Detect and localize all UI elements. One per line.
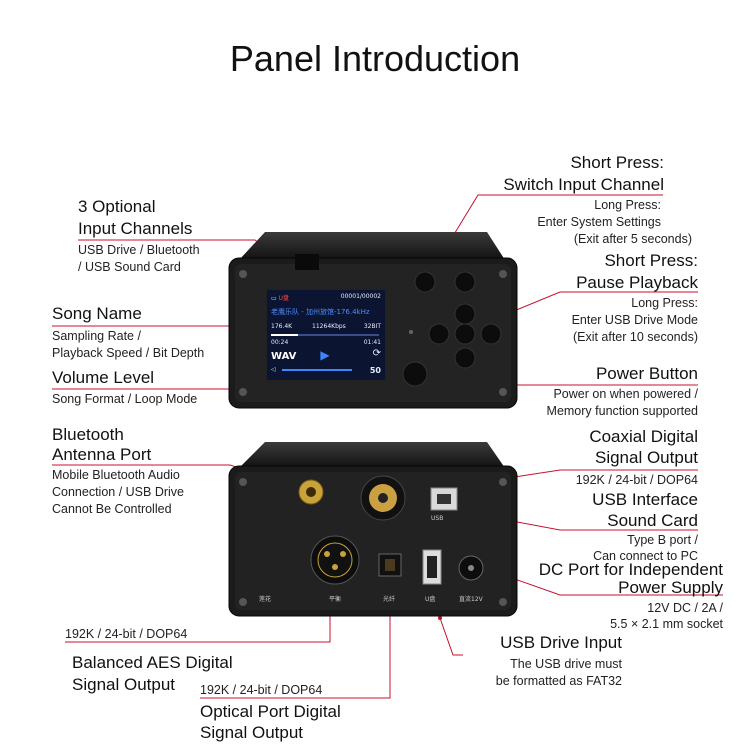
volume-icon: ◁ — [271, 366, 276, 373]
aes-spec: 192K / 24-bit / DOP64 — [65, 627, 188, 641]
opt-spec: 192K / 24-bit / DOP64 — [200, 683, 323, 697]
volume-value: 50 — [369, 366, 381, 375]
leader-opt — [200, 598, 391, 699]
back-panel: USB 莲花 平衡 光纤 U盘 直流12V — [225, 442, 521, 622]
short2-desc-2: Enter USB Drive Mode — [571, 313, 698, 327]
short1-desc-1: Long Press: — [594, 198, 661, 212]
back-chassis — [228, 442, 518, 617]
optical-label: 光纤 — [383, 596, 396, 603]
usbif-desc-1: Type B port / — [627, 533, 698, 547]
short1-heading-1: Short Press: — [570, 153, 664, 172]
bt-heading-1: Bluetooth — [52, 425, 124, 444]
usbdrive-desc-1: The USB drive must — [510, 657, 622, 671]
format-label: WAV — [271, 351, 297, 362]
short2-desc-3: (Exit after 10 seconds) — [572, 330, 698, 344]
opt-heading-1: Optical Port Digital — [200, 702, 341, 721]
usbif-heading-2: Sound Card — [607, 511, 698, 530]
dc-desc-2: 5.5 × 2.1 mm socket — [610, 617, 723, 631]
short1-desc-2: Enter System Settings — [537, 215, 661, 229]
usbif-heading-1: USB Interface — [592, 490, 698, 509]
bt-heading-2: Antenna Port — [52, 445, 152, 464]
bt-desc-3: Cannot Be Controlled — [52, 502, 172, 516]
dc-heading-2: Power Supply — [618, 578, 723, 597]
aes-heading-2: Signal Output — [72, 675, 176, 694]
coax-spec: 192K / 24-bit / DOP64 — [575, 473, 698, 487]
usbif-desc-2: Can connect to PC — [593, 549, 698, 563]
page-title: Panel Introduction — [229, 38, 521, 79]
volume-desc: Song Format / Loop Mode — [52, 392, 198, 406]
short1-desc-3: (Exit after 5 seconds) — [573, 232, 692, 246]
front-panel: ▭ U盘 00001/00002 老鹰乐队 - 加州旅馆-176.4kHz 17… — [225, 232, 521, 412]
battery-icon: ▭ — [271, 295, 277, 302]
input-desc-2: / USB Sound Card — [78, 260, 181, 274]
elapsed-time: 00:24 — [271, 339, 289, 346]
usbdrive-desc-2: be formatted as FAT32 — [495, 674, 622, 688]
play-icon: ▶ — [320, 348, 330, 362]
bit-depth: 32BIT — [363, 323, 381, 330]
bitrate: 11264Kbps — [312, 323, 346, 330]
bt-desc-2: Connection / USB Drive — [52, 485, 185, 499]
sample-rate: 176.4K — [271, 323, 293, 330]
input-desc-1: USB Drive / Bluetooth — [78, 243, 200, 257]
song-desc-1: Sampling Rate / — [52, 329, 141, 343]
source-label: U盘 — [278, 295, 289, 302]
short2-heading-1: Short Press: — [604, 251, 698, 270]
power-desc-2: Memory function supported — [546, 404, 698, 418]
song-heading: Song Name — [52, 304, 142, 323]
song-desc-2: Playback Speed / Bit Depth — [52, 346, 205, 360]
coax-heading-2: Signal Output — [594, 448, 698, 467]
dc-desc-1: 12V DC / 2A / — [647, 601, 723, 615]
coax-heading-1: Coaxial Digital — [589, 427, 698, 446]
progress-bar — [271, 334, 379, 336]
song-title: 老鹰乐队 - 加州旅馆-176.4kHz — [271, 308, 370, 316]
coax-label: 莲花 — [259, 596, 272, 603]
dc-label: 直流12V — [459, 596, 483, 603]
total-time: 01:41 — [363, 339, 381, 346]
power-heading: Power Button — [595, 364, 698, 383]
dc-heading-1: DC Port for Independent — [538, 560, 723, 579]
aes-heading-1: Balanced AES Digital — [72, 653, 233, 672]
display-screen: ▭ U盘 00001/00002 老鹰乐队 - 加州旅馆-176.4kHz 17… — [265, 288, 387, 382]
balanced-label: 平衡 — [329, 596, 342, 603]
opt-heading-2: Signal Output — [200, 723, 304, 742]
track-counter: 00001/00002 — [340, 293, 381, 300]
loop-icon: ⟳ — [372, 348, 381, 359]
bt-desc-1: Mobile Bluetooth Audio — [52, 468, 180, 482]
short2-heading-2: Pause Playback — [576, 273, 698, 292]
usb-port-label: USB — [431, 515, 444, 522]
input-heading-1: 3 Optional — [78, 197, 156, 216]
short1-heading-2: Switch Input Channel — [503, 175, 664, 194]
power-desc-1: Power on when powered / — [553, 387, 698, 401]
leader-usbdrive — [439, 617, 463, 656]
udisk-label: U盘 — [425, 596, 436, 603]
usbdrive-heading: USB Drive Input — [500, 633, 622, 652]
short2-desc-1: Long Press: — [631, 296, 698, 310]
volume-heading: Volume Level — [52, 368, 155, 387]
input-heading-2: Input Channels — [78, 219, 193, 238]
